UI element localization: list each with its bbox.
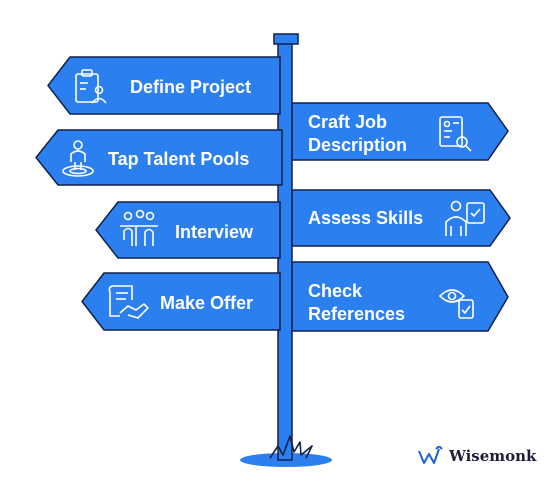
sign-define-project: Define Project: [47, 56, 281, 115]
sign-label-make-offer: Make Offer: [160, 293, 253, 313]
sign-label-define-project: Define Project: [130, 77, 251, 97]
brand-mark: Wisemonk: [417, 444, 536, 468]
sign-check-references: Check References: [291, 261, 509, 332]
person-checklist-icon: [445, 200, 485, 236]
sign-label-assess-skills: Assess Skills: [308, 208, 423, 228]
job-description-search-icon: [439, 116, 472, 152]
brand-name: Wisemonk: [449, 447, 537, 465]
sign-label-check: Check: [308, 281, 363, 301]
signpost-cap: [273, 33, 299, 45]
person-on-platform-icon: [62, 140, 94, 177]
interview-meeting-icon: [120, 209, 158, 246]
sign-tap-talent-pools: Tap Talent Pools: [35, 129, 283, 186]
clipboard-person-icon: [75, 69, 107, 104]
grass-icon: [269, 435, 313, 459]
sign-label-tap-talent-pools: Tap Talent Pools: [108, 149, 249, 169]
offer-document-handshake-icon: [108, 285, 150, 319]
sign-craft-job-description: Craft Job Description: [291, 102, 509, 161]
sign-interview: Interview: [95, 201, 281, 259]
sign-label-craft-job: Craft Job: [308, 112, 387, 132]
sign-label-interview: Interview: [175, 222, 254, 242]
wisemonk-logo-icon: [418, 446, 443, 464]
sign-assess-skills: Assess Skills: [291, 189, 511, 247]
sign-label-description: Description: [308, 135, 407, 155]
sign-label-references: References: [308, 304, 405, 324]
eye-clipboard-icon: [438, 289, 474, 319]
sign-make-offer: Make Offer: [81, 272, 281, 331]
